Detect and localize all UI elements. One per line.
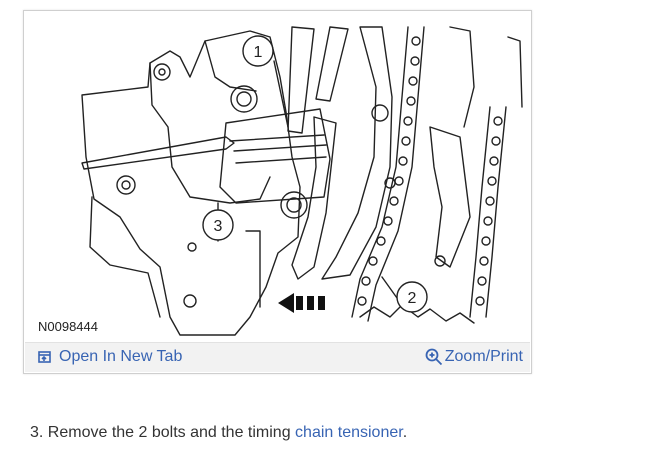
zoom-magnifier-icon: [425, 348, 443, 366]
svg-text:1: 1: [254, 44, 263, 61]
chain-tensioner-link[interactable]: chain tensioner: [295, 424, 403, 441]
open-in-new-tab-label: Open In New Tab: [59, 348, 183, 365]
zoom-print-link[interactable]: Zoom/Print: [425, 348, 523, 366]
tensioner-diagram[interactable]: 1 2 3 N0098444: [30, 17, 525, 339]
zoom-print-label: Zoom/Print: [444, 348, 523, 365]
step-instruction: 3. Remove the 2 bolts and the timing cha…: [30, 424, 407, 442]
callout-3: 3: [202, 209, 234, 241]
step-text: 3. Remove the 2 bolts and the timing: [30, 424, 296, 441]
step-suffix: .: [402, 424, 408, 441]
svg-text:3: 3: [214, 218, 223, 235]
open-in-new-tab-icon: [38, 350, 52, 364]
callout-2: 2: [396, 281, 428, 313]
image-code: N0098444: [38, 319, 98, 334]
open-in-new-tab-link[interactable]: Open In New Tab: [38, 348, 182, 366]
direction-arrow-icon: [278, 293, 325, 313]
figure-action-bar: Open In New Tab Zoom/Print: [25, 342, 530, 372]
figure-card: 1 2 3 N0098444 Open In New Tab: [23, 10, 532, 374]
callout-1: 1: [242, 35, 274, 67]
svg-text:2: 2: [408, 290, 417, 307]
